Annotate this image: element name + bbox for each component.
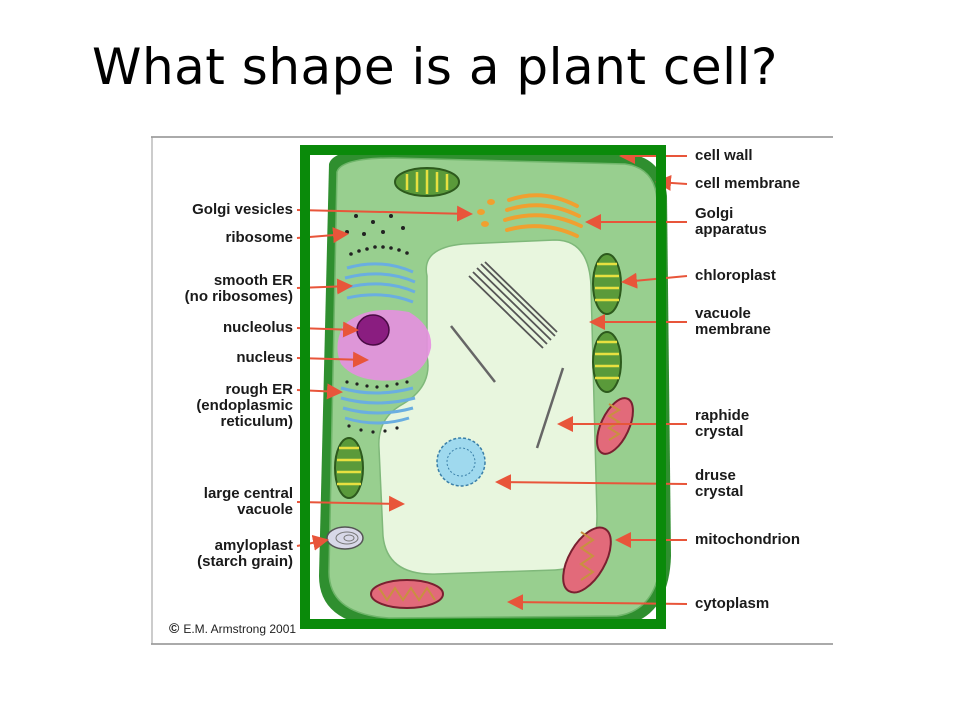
amyloplast-shape [326, 526, 364, 550]
chloroplast-top [394, 167, 460, 197]
label-cell-wall: cell wall [695, 147, 753, 164]
raphide-bundle [468, 261, 558, 349]
plant-cell-diagram: Golgi vesicles ribosome smooth ER (no ri… [151, 136, 833, 646]
label-mitochondrion: mitochondrion [695, 531, 800, 548]
label-amyloplast: amyloplast (starch grain) [197, 537, 293, 570]
label-druse-crystal: druse crystal [695, 467, 744, 500]
mitochondrion-right-1 [596, 397, 634, 455]
rough-er-ribosomes [345, 380, 409, 434]
raphide-needle [450, 325, 496, 383]
druse-crystal-shape [436, 437, 486, 487]
chloroplast-left [334, 437, 364, 499]
label-large-central-vacuole: large central vacuole [203, 485, 293, 518]
label-vacuole-membrane: vacuole membrane [695, 305, 771, 338]
slide-title: What shape is a plant cell? [92, 38, 778, 96]
label-golgi-vesicles: Golgi vesicles [192, 201, 293, 218]
label-cell-membrane: cell membrane [695, 175, 801, 192]
chloroplast-right-1 [592, 253, 622, 315]
raphide-needle-2 [535, 367, 565, 449]
golgi-vesicles-shape [477, 199, 495, 227]
label-nucleus: nucleus [236, 349, 293, 366]
label-rough-er: rough ER (endoplasmic reticulum) [196, 381, 293, 430]
chloroplast-right-2 [592, 331, 622, 393]
ribosome-dots-row [345, 214, 409, 256]
label-chloroplast: chloroplast [695, 267, 776, 284]
label-golgi-apparatus: Golgi apparatus [695, 205, 767, 238]
rough-er-shape [340, 386, 416, 425]
cell-highlight-box [300, 145, 666, 629]
copyright-symbol: © [169, 620, 180, 636]
mitochondrion-right-2 [562, 526, 612, 594]
mitochondrion-bottom [370, 579, 444, 609]
copyright-text: E.M. Armstrong 2001 [183, 622, 297, 636]
copyright-notice: ©E.M. Armstrong 2001 [169, 620, 296, 636]
label-ribosome: ribosome [225, 229, 293, 246]
label-cytoplasm: cytoplasm [695, 595, 770, 612]
label-nucleolus: nucleolus [222, 319, 293, 336]
label-raphide-crystal: raphide crystal [695, 407, 750, 440]
golgi-apparatus-shape [503, 193, 583, 238]
label-smooth-er: smooth ER (no ribosomes) [184, 272, 293, 305]
